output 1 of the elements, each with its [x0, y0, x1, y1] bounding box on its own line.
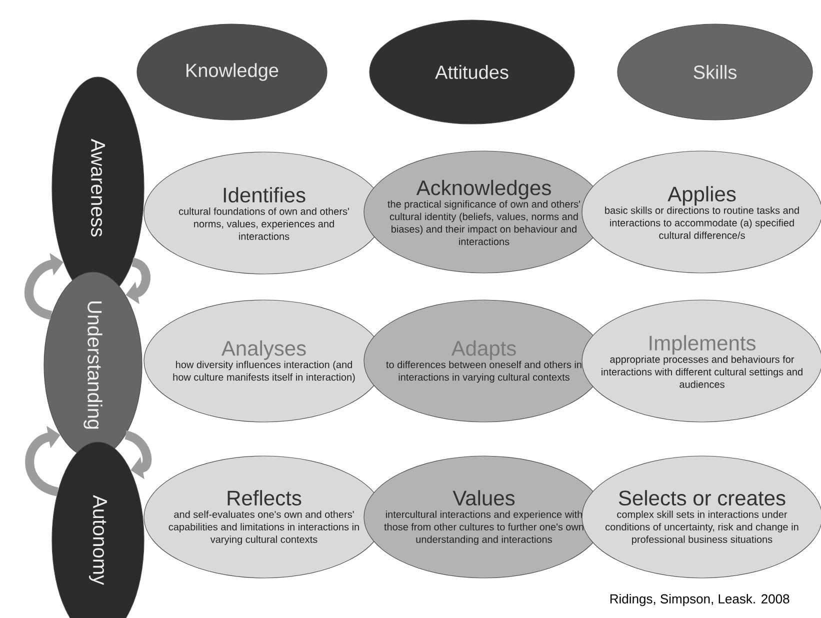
- citation: Ridings, Simpson, Leask. 2008: [610, 594, 790, 606]
